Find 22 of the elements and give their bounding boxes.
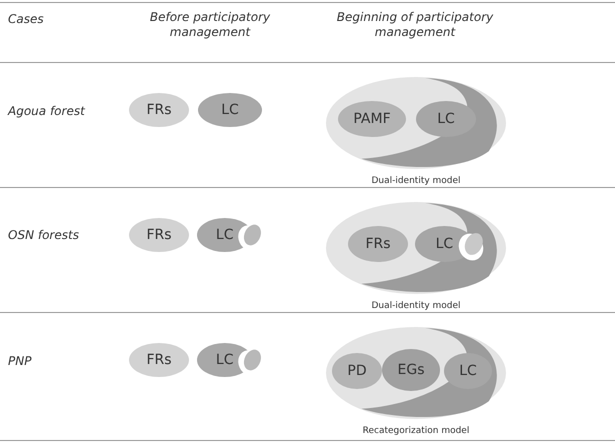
group-ellipse: PAMF (337, 100, 407, 138)
column-header: Before participatory management (148, 10, 272, 40)
group-ellipse: EGs (381, 348, 441, 392)
group-ellipse: FRs (347, 225, 409, 263)
group-ellipse: FRs (128, 92, 190, 128)
model-ellipse (325, 201, 507, 295)
column-header: Beginning of participatory management (336, 10, 494, 40)
group-ellipse: LC (197, 92, 263, 128)
model-ellipse (325, 326, 507, 420)
model-caption: Dual-identity model (370, 301, 462, 311)
model-caption: Recategorization model (362, 426, 470, 436)
group-ellipse: LC (443, 352, 493, 390)
case-name: Agoua forest (8, 104, 86, 119)
group-ellipse: FRs (128, 342, 190, 378)
case-name: PNP (8, 354, 32, 369)
column-header: Cases (8, 12, 45, 27)
model-caption: Dual-identity model (370, 176, 462, 186)
case-name: OSN forests (8, 228, 80, 243)
group-ellipse: PD (331, 352, 383, 390)
model-ellipse (325, 76, 507, 170)
group-ellipse: LC (415, 100, 477, 138)
group-ellipse: FRs (128, 217, 190, 253)
